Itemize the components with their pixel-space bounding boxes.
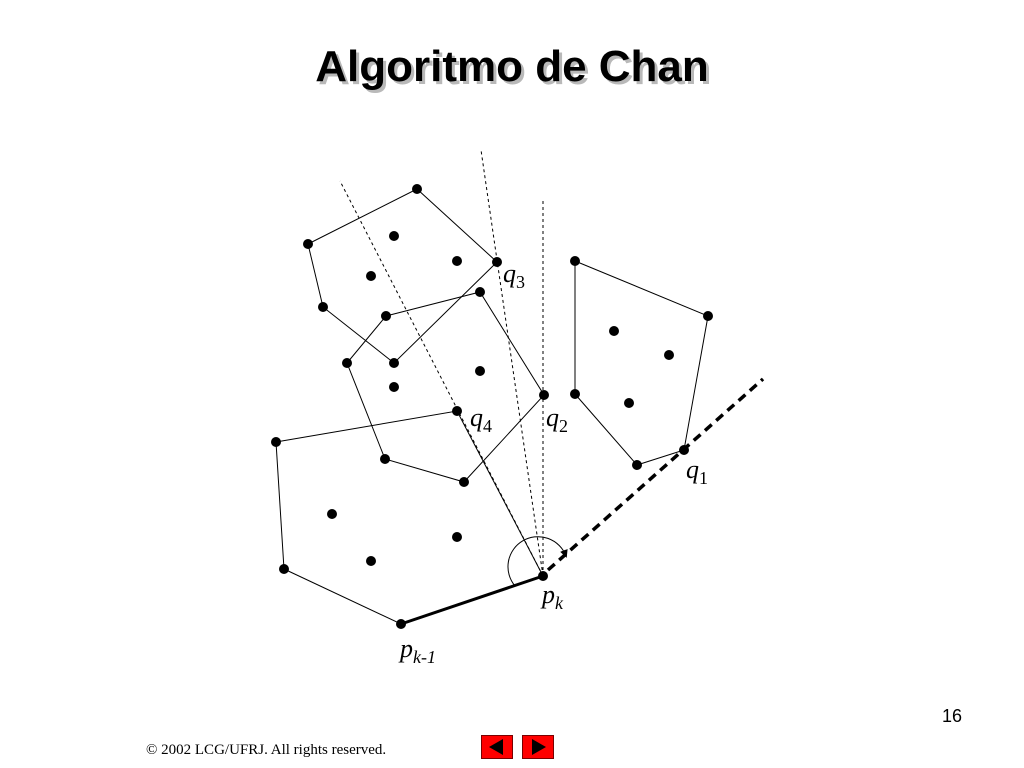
- point: [679, 445, 689, 455]
- point: [381, 311, 391, 321]
- hull-right: [574, 260, 709, 466]
- point: [327, 509, 337, 519]
- hull-top-left: [307, 188, 498, 364]
- hull-edge-pk1-pk: [400, 574, 544, 626]
- label-q2: q2: [546, 403, 568, 436]
- hull-bottom: [275, 410, 544, 625]
- point: [492, 257, 502, 267]
- point: [366, 556, 376, 566]
- point: [452, 532, 462, 542]
- point: [389, 231, 399, 241]
- point: [412, 184, 422, 194]
- right-arrow-icon: [532, 739, 546, 755]
- label-q3: q3: [503, 259, 525, 292]
- point: [609, 326, 619, 336]
- point: [475, 287, 485, 297]
- point-labels: q3 q4 q2 q1 pk pk-1: [398, 259, 708, 667]
- point: [389, 382, 399, 392]
- label-pk: pk: [540, 580, 564, 613]
- point: [366, 271, 376, 281]
- label-q4: q4: [470, 403, 492, 436]
- point: [318, 302, 328, 312]
- page-number: 16: [941, 706, 962, 726]
- point: [624, 398, 634, 408]
- point: [303, 239, 313, 249]
- point-pk: [538, 571, 548, 581]
- previous-slide-button[interactable]: [481, 735, 513, 759]
- label-q1: q1: [686, 455, 708, 488]
- dotted-rays: [339, 149, 544, 577]
- point: [380, 454, 390, 464]
- point: [475, 366, 485, 376]
- point: [452, 406, 462, 416]
- points: [271, 184, 713, 629]
- point: [271, 437, 281, 447]
- point-pk-1: [396, 619, 406, 629]
- point: [452, 256, 462, 266]
- point: [539, 390, 549, 400]
- point: [279, 564, 289, 574]
- point: [389, 358, 399, 368]
- point: [632, 460, 642, 470]
- hulls: [275, 188, 709, 625]
- angle-arc: [507, 536, 568, 587]
- label-pk-1: pk-1: [398, 634, 436, 667]
- tangent-dashed-line: [546, 377, 765, 572]
- left-arrow-icon: [489, 739, 503, 755]
- point: [570, 389, 580, 399]
- point: [459, 477, 469, 487]
- slide-title: Algoritmo de Chan: [315, 42, 709, 91]
- next-slide-button[interactable]: [522, 735, 554, 759]
- point: [664, 350, 674, 360]
- ray-to-q3: [480, 149, 544, 577]
- point: [342, 358, 352, 368]
- copyright-notice: © 2002 LCG/UFRJ. All rights reserved.: [146, 742, 387, 758]
- point: [703, 311, 713, 321]
- point: [570, 256, 580, 266]
